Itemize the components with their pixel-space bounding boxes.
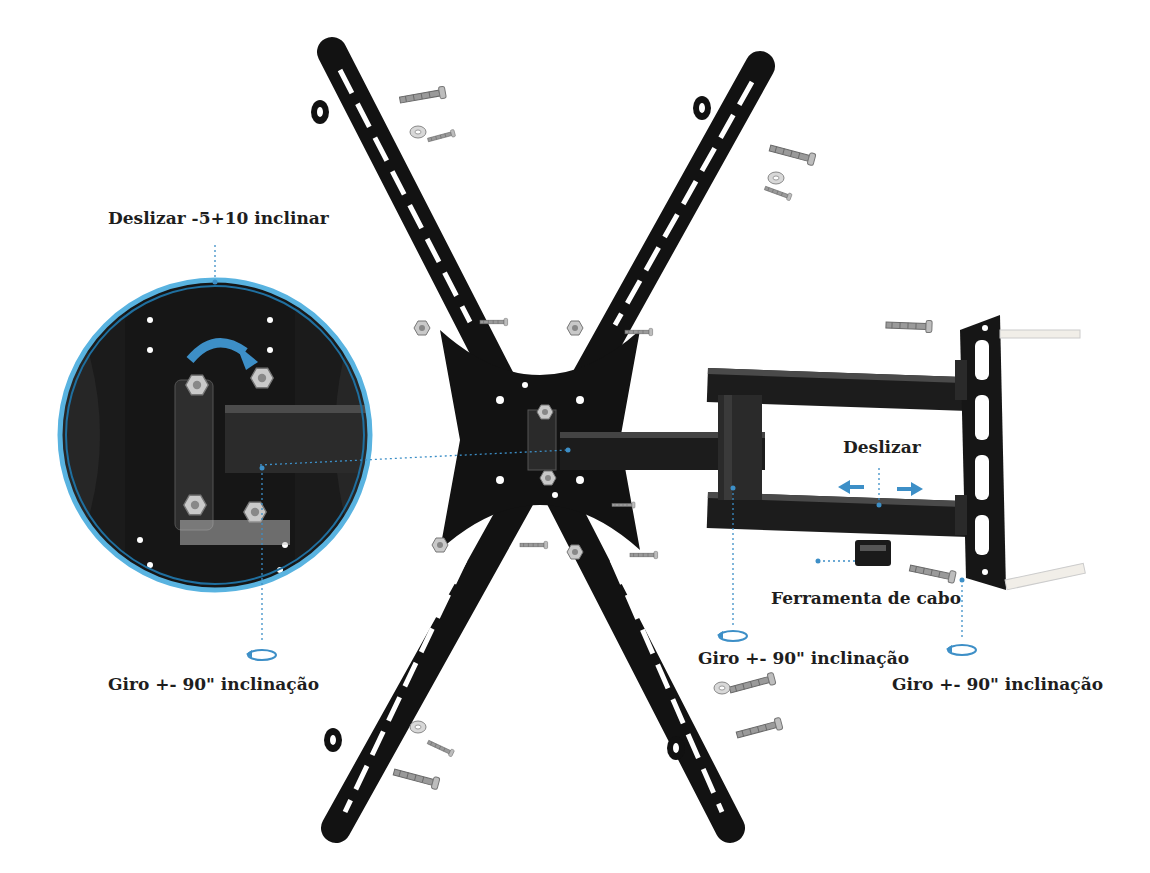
callout-label: Giro +- 90" inclinação <box>892 674 1103 694</box>
callout-label: Giro +- 90" inclinação <box>698 648 909 668</box>
callout-label: Deslizar -5+10 inclinar <box>108 208 329 228</box>
screws <box>392 86 956 790</box>
leader-dots <box>213 280 965 583</box>
callout-label: Deslizar <box>843 437 921 457</box>
leader-lines <box>215 245 962 640</box>
swing-arms <box>560 368 970 566</box>
callout-label: Giro +- 90" inclinação <box>108 674 319 694</box>
callout-label: Ferramenta de cabo <box>771 588 961 608</box>
zoom-inset <box>60 280 385 590</box>
wall-plate <box>955 315 1085 590</box>
slide-arrows <box>838 480 923 496</box>
